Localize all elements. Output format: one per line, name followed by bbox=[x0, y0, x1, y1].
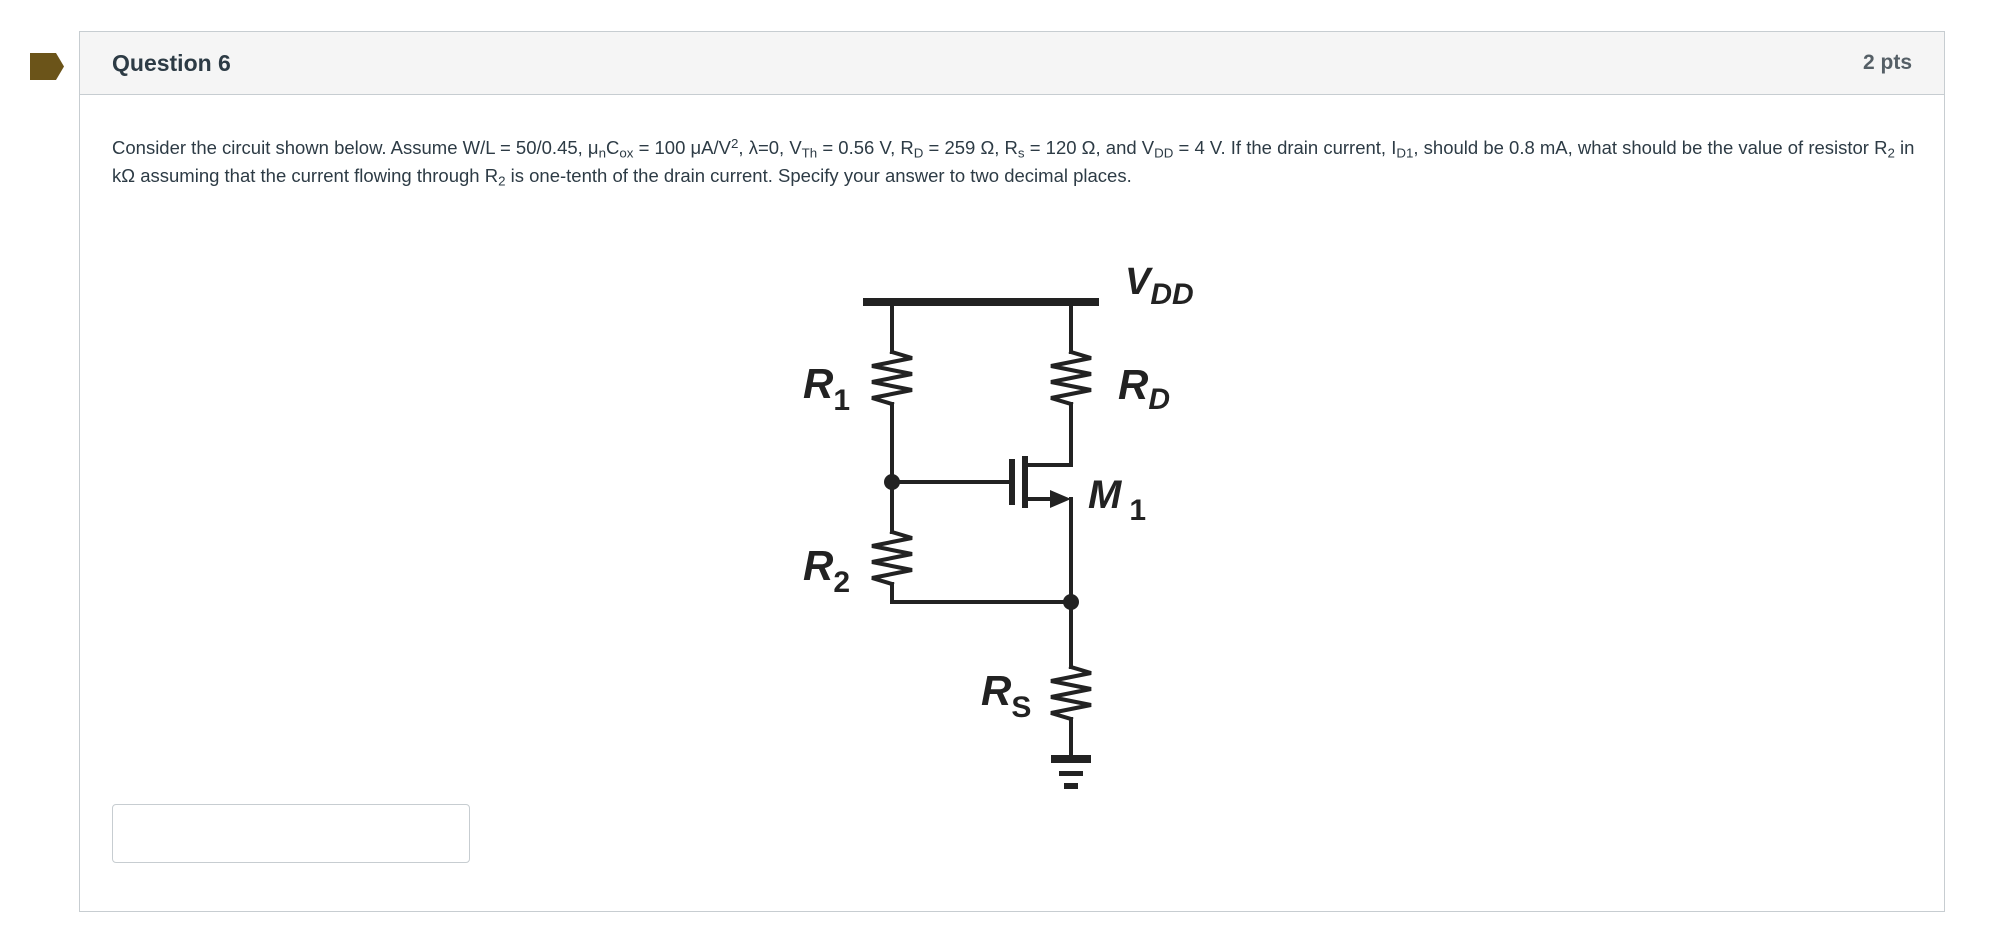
rs-resistor bbox=[1050, 664, 1092, 722]
question-title: Question 6 bbox=[112, 50, 231, 76]
vdd-label: VDD bbox=[1125, 261, 1194, 311]
source-node bbox=[1063, 594, 1079, 610]
rs-label: RS bbox=[981, 667, 1031, 724]
question-points: 2 pts bbox=[1862, 51, 1912, 74]
ground-icon bbox=[1051, 755, 1091, 789]
r1-resistor bbox=[871, 349, 913, 407]
r2-label: R2 bbox=[803, 542, 850, 599]
r1-label: R1 bbox=[803, 360, 850, 417]
rd-label: RD bbox=[1118, 361, 1170, 416]
m1-source-arrow bbox=[1050, 490, 1071, 508]
answer-input[interactable] bbox=[112, 804, 470, 863]
gate-node bbox=[884, 474, 900, 490]
r2-resistor bbox=[871, 529, 913, 587]
rd-resistor bbox=[1050, 349, 1092, 407]
question-text: Consider the circuit shown below. Assume… bbox=[112, 136, 1915, 189]
question-header: Question 6 2 pts bbox=[80, 32, 1944, 95]
bookmark-flag-icon[interactable] bbox=[30, 53, 64, 80]
question-card: Question 6 2 pts Consider the circuit sh… bbox=[79, 31, 1945, 912]
